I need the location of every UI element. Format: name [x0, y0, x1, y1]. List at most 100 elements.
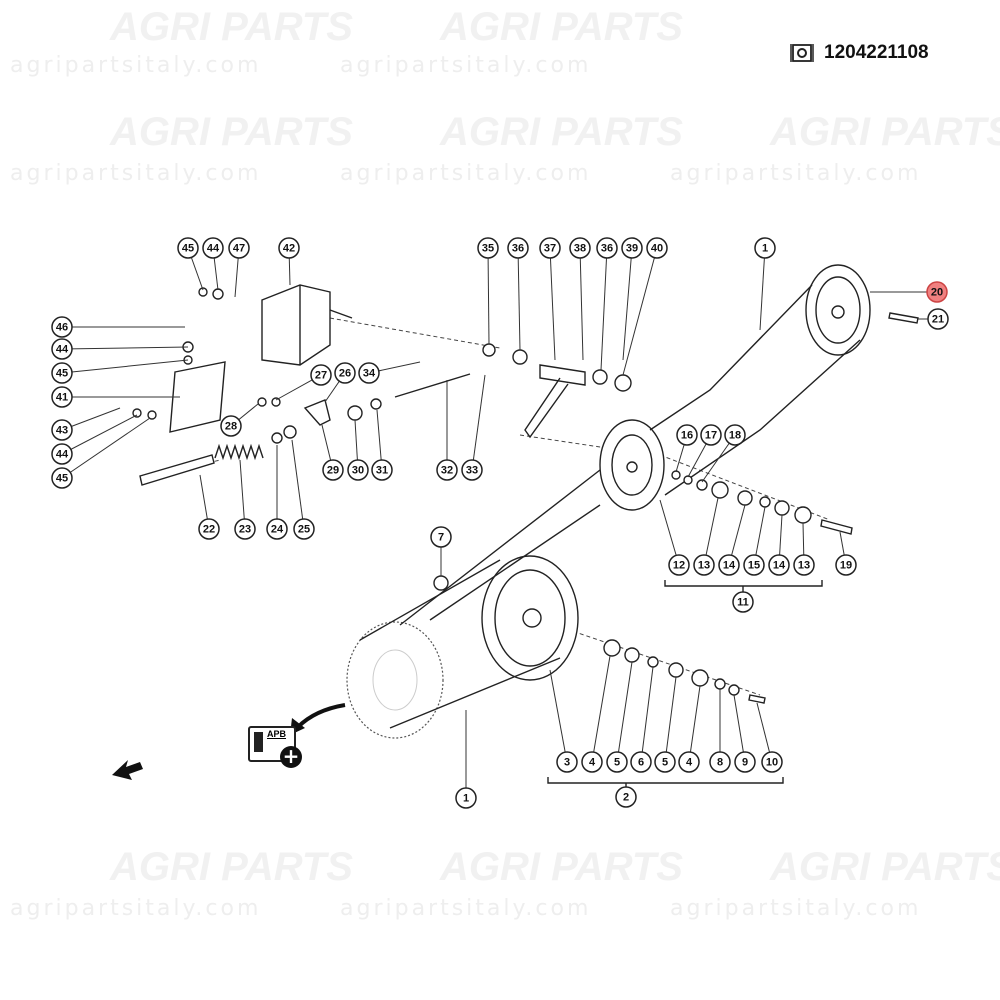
callout-23[interactable]: 23 [234, 518, 256, 540]
callout-35[interactable]: 35 [477, 237, 499, 259]
callout-26[interactable]: 26 [334, 362, 356, 384]
group-bracket-2 [547, 777, 784, 788]
callout-number: 8 [717, 757, 723, 769]
callout-33[interactable]: 33 [461, 459, 483, 481]
watermark-url: agripartsitaly.com [340, 53, 591, 78]
callout-1[interactable]: 1 [754, 237, 776, 259]
callout-31[interactable]: 31 [371, 459, 393, 481]
watermark-url: agripartsitaly.com [670, 161, 921, 186]
callout-9[interactable]: 9 [734, 751, 756, 773]
leader-line [487, 247, 490, 345]
callout-14[interactable]: 14 [718, 554, 740, 576]
callout-17[interactable]: 17 [700, 424, 722, 446]
callout-22[interactable]: 22 [198, 518, 220, 540]
callout-number: 5 [662, 757, 668, 769]
callout-number: 1 [463, 793, 469, 805]
callout-3[interactable]: 3 [556, 751, 578, 773]
leader-line [703, 497, 719, 566]
callout-number: 7 [438, 532, 444, 544]
callout-11[interactable]: 11 [732, 591, 754, 613]
callout-number: 41 [56, 392, 68, 404]
callout-37[interactable]: 37 [539, 237, 561, 259]
callout-45[interactable]: 45 [177, 237, 199, 259]
callout-4[interactable]: 4 [581, 751, 603, 773]
callout-20[interactable]: 20 [926, 281, 948, 303]
callout-45[interactable]: 45 [51, 362, 73, 384]
callout-30[interactable]: 30 [347, 459, 369, 481]
callout-number: 28 [225, 421, 237, 433]
callout-number: 21 [932, 314, 944, 326]
callout-number: 15 [748, 560, 760, 572]
callout-7[interactable]: 7 [430, 526, 452, 548]
callout-number: 6 [638, 757, 644, 769]
callout-29[interactable]: 29 [322, 459, 344, 481]
callout-47[interactable]: 47 [228, 237, 250, 259]
callout-number: 14 [773, 560, 786, 572]
group-bracket-11 [664, 580, 823, 592]
callout-number: 23 [239, 524, 251, 536]
callout-number: 25 [298, 524, 310, 536]
callout-41[interactable]: 41 [51, 386, 73, 408]
callout-number: 29 [327, 465, 339, 477]
callout-number: 22 [203, 524, 215, 536]
callout-44[interactable]: 44 [51, 338, 73, 360]
callout-number: 43 [56, 425, 68, 437]
callout-27[interactable]: 27 [310, 364, 332, 386]
leader-line [61, 414, 138, 455]
callout-number: 16 [681, 430, 693, 442]
leader-line [664, 676, 677, 763]
callout-10[interactable]: 10 [761, 751, 783, 773]
callout-25[interactable]: 25 [293, 518, 315, 540]
callout-28[interactable]: 28 [220, 415, 242, 437]
callout-39[interactable]: 39 [621, 237, 643, 259]
callout-6[interactable]: 6 [630, 751, 652, 773]
bracket-42 [261, 284, 331, 366]
callout-21[interactable]: 21 [927, 308, 949, 330]
callout-36[interactable]: 36 [596, 237, 618, 259]
callout-46[interactable]: 46 [51, 316, 73, 338]
plus-circle-icon: + [280, 746, 302, 768]
leader-line [61, 417, 151, 479]
rod-32 [394, 373, 471, 398]
callout-5[interactable]: 5 [606, 751, 628, 773]
callout-13[interactable]: 13 [793, 554, 815, 576]
leader-line [600, 247, 608, 371]
callout-8[interactable]: 8 [709, 751, 731, 773]
callout-19[interactable]: 19 [835, 554, 857, 576]
callout-number: 47 [233, 243, 245, 255]
callout-44[interactable]: 44 [51, 443, 73, 465]
callout-5[interactable]: 5 [654, 751, 676, 773]
callout-number: 2 [623, 792, 629, 804]
callout-15[interactable]: 15 [743, 554, 765, 576]
callout-16[interactable]: 16 [676, 424, 698, 446]
callout-45[interactable]: 45 [51, 467, 73, 489]
watermark-brand: AGRI PARTS [109, 845, 353, 889]
callout-32[interactable]: 32 [436, 459, 458, 481]
callout-43[interactable]: 43 [51, 419, 73, 441]
callout-44[interactable]: 44 [202, 237, 224, 259]
callout-1[interactable]: 1 [455, 787, 477, 809]
callout-40[interactable]: 40 [646, 237, 668, 259]
callout-number: 30 [352, 465, 364, 477]
leader-line [579, 247, 584, 361]
callout-18[interactable]: 18 [724, 424, 746, 446]
watermark-brand: AGRI PARTS [769, 845, 1000, 889]
callout-14[interactable]: 14 [768, 554, 790, 576]
leader-line [471, 374, 486, 471]
watermark-brand: AGRI PARTS [109, 5, 353, 49]
callout-4[interactable]: 4 [678, 751, 700, 773]
callout-34[interactable]: 34 [358, 362, 380, 384]
callout-36[interactable]: 36 [507, 237, 529, 259]
callout-38[interactable]: 38 [569, 237, 591, 259]
callout-42[interactable]: 42 [278, 237, 300, 259]
leader-line [591, 655, 611, 763]
callout-12[interactable]: 12 [668, 554, 690, 576]
callout-number: 39 [626, 243, 638, 255]
apb-badge[interactable]: APB + [248, 726, 302, 768]
callout-13[interactable]: 13 [693, 554, 715, 576]
pulley-middle [599, 419, 665, 511]
callout-2[interactable]: 2 [615, 786, 637, 808]
callout-number: 9 [742, 757, 748, 769]
callout-24[interactable]: 24 [266, 518, 288, 540]
